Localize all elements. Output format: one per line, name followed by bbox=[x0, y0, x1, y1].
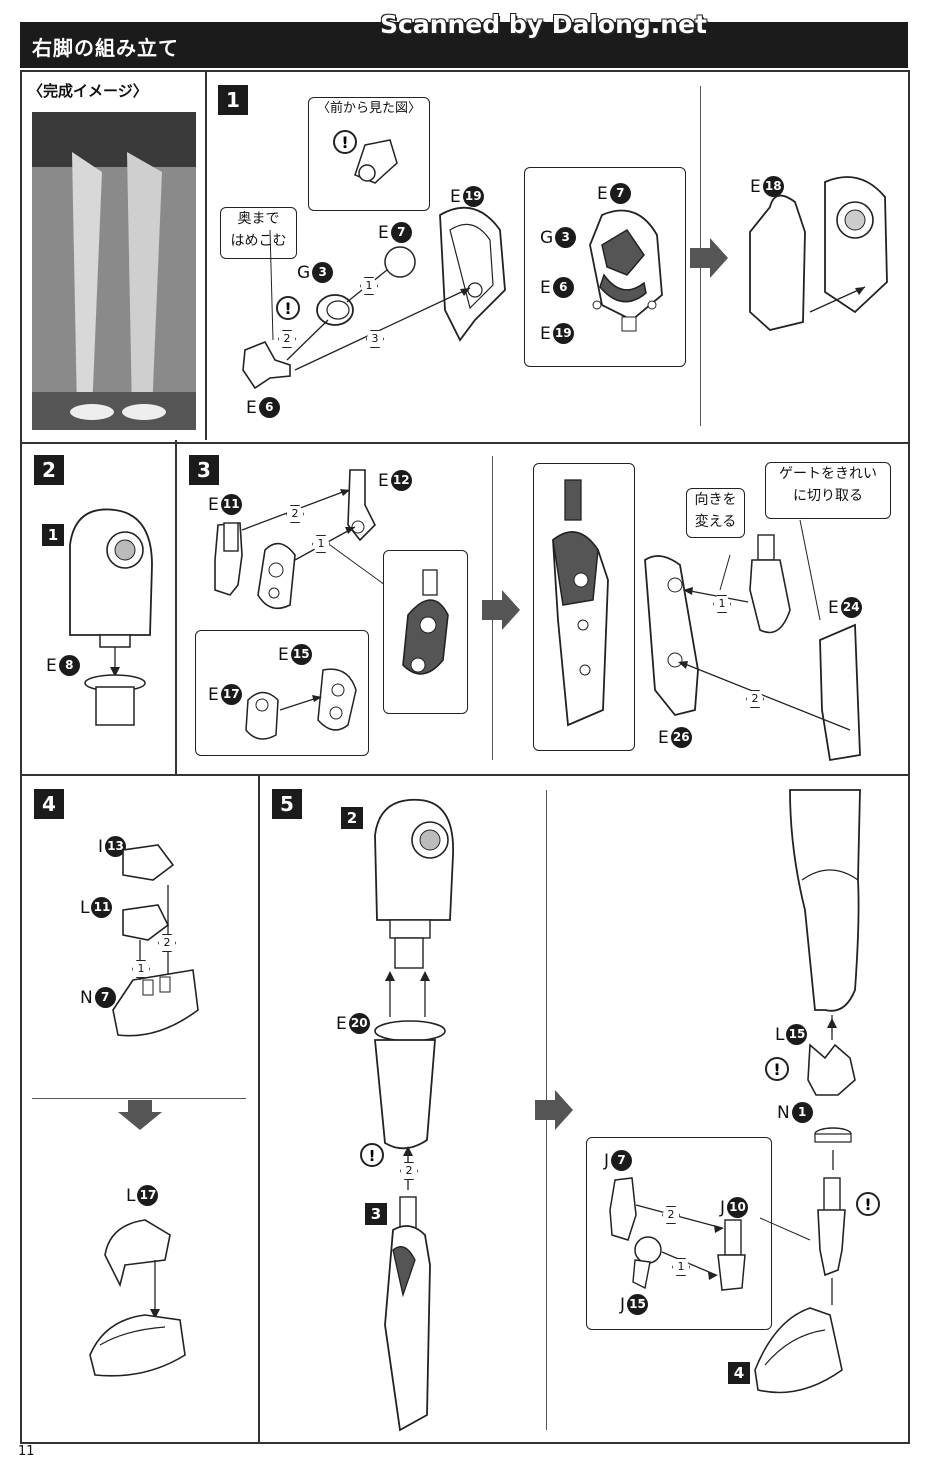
note-line: はめこむ bbox=[230, 233, 287, 249]
divider bbox=[258, 774, 260, 1442]
step4-illustration bbox=[112, 844, 199, 1037]
divider bbox=[205, 70, 207, 440]
step-marker: 1 bbox=[312, 535, 330, 553]
step-number: 1 bbox=[218, 85, 248, 115]
step-marker: 1 bbox=[132, 960, 150, 978]
step5-right-illustration bbox=[754, 789, 861, 1394]
sub-assembly-number: 1 bbox=[42, 524, 64, 546]
row1-frame bbox=[20, 70, 910, 444]
completed-image-caption: 〈完成イメージ〉 bbox=[28, 82, 148, 100]
step-marker: 1 bbox=[713, 595, 731, 613]
page-number: 11 bbox=[18, 1444, 35, 1459]
watermark: Scanned by Dalong.net bbox=[380, 10, 708, 39]
step-marker: 2 bbox=[278, 330, 296, 348]
step-number: 5 bbox=[272, 789, 302, 819]
step-marker: 3 bbox=[366, 330, 384, 348]
step2-illustration bbox=[69, 508, 153, 726]
warning-icon: ! bbox=[856, 1192, 880, 1216]
row3-frame bbox=[20, 774, 910, 1444]
note-line: ゲートをきれい bbox=[779, 466, 877, 482]
svg-text:!: ! bbox=[369, 1147, 376, 1165]
step-number: 3 bbox=[189, 455, 219, 485]
note-line: に切り取る bbox=[793, 488, 863, 504]
step3-assembled-illustration bbox=[552, 479, 609, 727]
step-number: 4 bbox=[34, 789, 64, 819]
step-marker: 2 bbox=[746, 690, 764, 708]
completed-image-photo bbox=[32, 112, 196, 430]
insert-note: 奥まで はめこむ bbox=[220, 207, 297, 259]
step3-assembly-illustration bbox=[644, 519, 861, 762]
step-marker: 1 bbox=[360, 277, 378, 295]
next-arrow-icon bbox=[535, 1090, 573, 1130]
joint-front-illustration bbox=[354, 139, 398, 184]
step3-parts-illustration bbox=[214, 469, 386, 610]
sub-assembly-number: 2 bbox=[341, 807, 363, 829]
step5-upper-illustration bbox=[374, 798, 454, 1042]
sub-assembly-number: 4 bbox=[728, 1362, 750, 1384]
step3-detail-illustration bbox=[402, 569, 449, 675]
assembled-joint-illustration bbox=[589, 209, 663, 332]
page-header: 右脚の組み立て bbox=[20, 22, 908, 68]
page-title: 右脚の組み立て bbox=[32, 36, 179, 60]
next-arrow-icon bbox=[482, 590, 520, 630]
step-marker: 2 bbox=[400, 1162, 418, 1180]
down-arrow-icon bbox=[118, 1100, 162, 1130]
step4-result-illustration bbox=[89, 1219, 186, 1377]
turn-direction-note: 向きを 変える bbox=[686, 488, 745, 538]
warning-icon: ! bbox=[333, 130, 357, 154]
svg-text:!: ! bbox=[864, 1195, 871, 1214]
step-marker: 2 bbox=[662, 1206, 680, 1224]
step-marker: 2 bbox=[286, 505, 304, 523]
step5-joint-illustration bbox=[609, 1177, 811, 1291]
step3-subparts-illustration bbox=[245, 668, 357, 740]
step5-shin-illustration: ! bbox=[360, 1039, 436, 1432]
svg-text:!: ! bbox=[284, 299, 291, 318]
row2-frame bbox=[20, 440, 910, 776]
step-marker: 2 bbox=[158, 934, 176, 952]
front-view-caption: 〈前から見た図〉 bbox=[316, 101, 421, 116]
next-arrow-icon bbox=[690, 238, 728, 278]
step-marker: 1 bbox=[672, 1258, 690, 1276]
step-number: 2 bbox=[34, 455, 64, 485]
sub-assembly-number: 3 bbox=[365, 1203, 387, 1225]
svg-text:!: ! bbox=[341, 133, 348, 152]
warning-icon: ! bbox=[765, 1057, 789, 1081]
note-line: 奥まで bbox=[237, 211, 280, 227]
step1-parts-illustration bbox=[242, 206, 506, 390]
note-line: 向きを bbox=[694, 492, 737, 508]
step1-result-illustration bbox=[749, 176, 888, 331]
svg-text:!: ! bbox=[773, 1060, 780, 1079]
gate-cut-note: ゲートをきれい に切り取る bbox=[765, 462, 891, 519]
warning-icon: ! bbox=[276, 296, 300, 320]
note-line: 変える bbox=[694, 514, 737, 530]
divider bbox=[175, 440, 177, 774]
divider bbox=[32, 1098, 246, 1099]
